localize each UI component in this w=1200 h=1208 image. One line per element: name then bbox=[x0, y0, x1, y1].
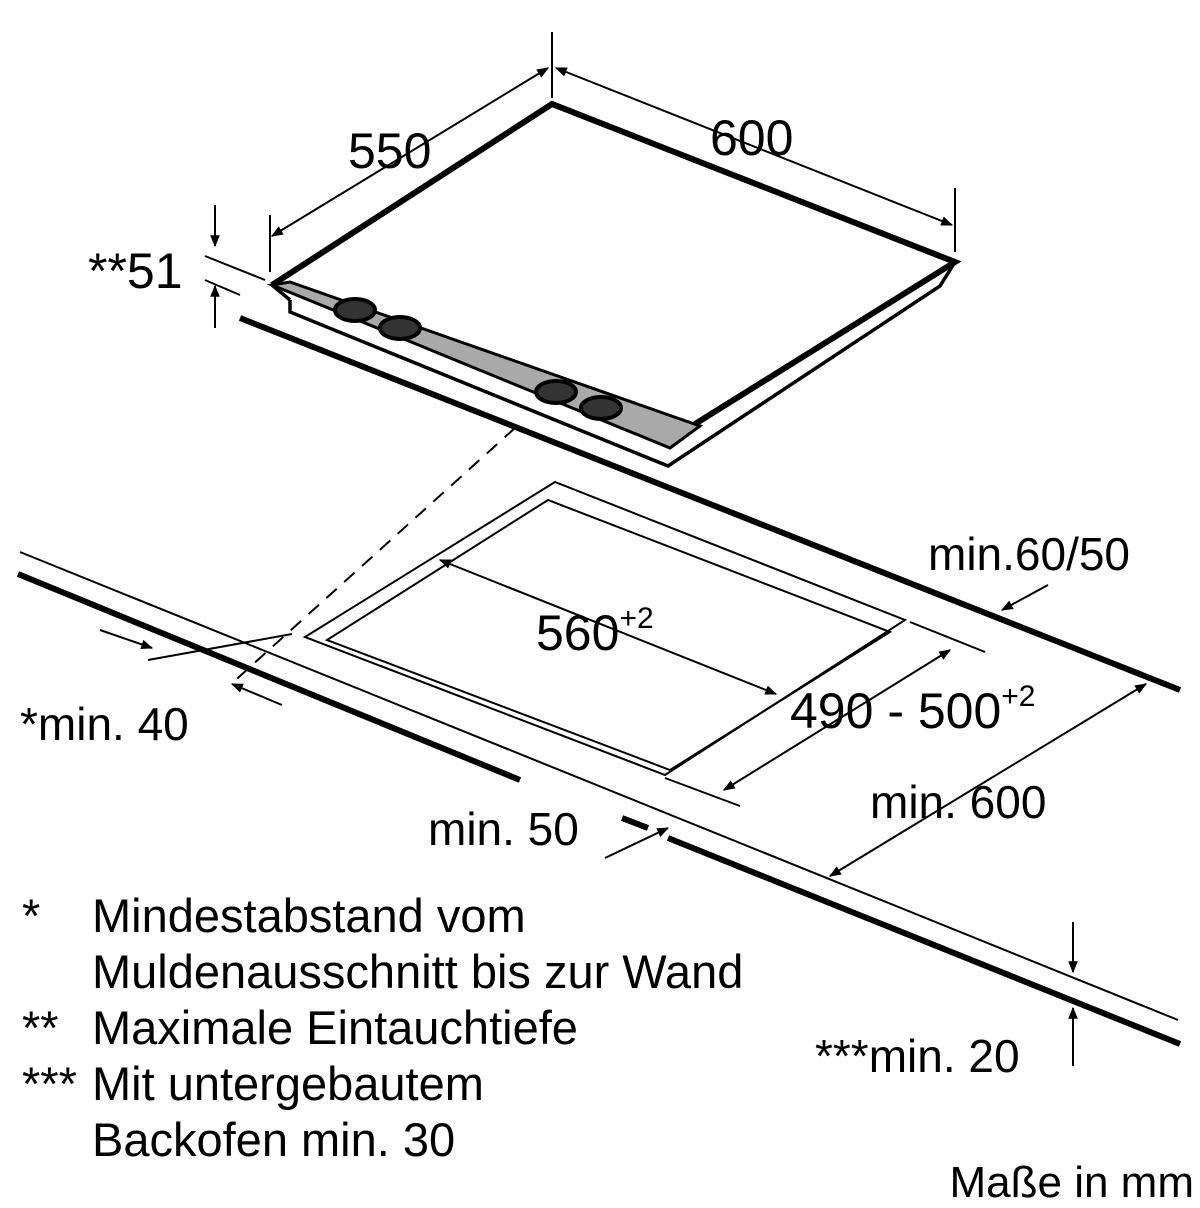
legend-text: Maximale Eintauchtiefe bbox=[92, 1001, 578, 1054]
countertop bbox=[16, 255, 1182, 1047]
cutout bbox=[302, 480, 908, 777]
min-50-label: min. 50 bbox=[428, 803, 579, 855]
dim-51-label: **51 bbox=[88, 243, 183, 299]
legend-item: ** Maximale Eintauchtiefe bbox=[22, 1000, 902, 1056]
min-60-50-label: min.60/50 bbox=[928, 528, 1130, 580]
min-20-label: ***min. 20 bbox=[815, 1030, 1020, 1082]
control-knob bbox=[378, 315, 422, 341]
control-knob bbox=[333, 297, 377, 323]
legend-mark: ** bbox=[22, 1001, 59, 1054]
legend-mark: *** bbox=[22, 1057, 77, 1110]
legend-mark: * bbox=[22, 889, 41, 942]
control-knob bbox=[579, 395, 623, 421]
hob bbox=[266, 100, 962, 468]
dim-560-label: 560+2 bbox=[536, 602, 654, 661]
min-40-label: *min. 40 bbox=[20, 698, 189, 750]
min-600-label: min. 600 bbox=[870, 776, 1046, 828]
dim-600-label: 600 bbox=[710, 110, 793, 166]
dimension-lines bbox=[99, 32, 1148, 1066]
dim-490-500-label: 490 - 500+2 bbox=[790, 680, 1036, 739]
dim-550-label: 550 bbox=[348, 123, 431, 179]
projection-line bbox=[229, 427, 516, 686]
hob-base bbox=[288, 261, 957, 468]
units-note: Maße in mm bbox=[949, 1158, 1194, 1207]
control-knob bbox=[534, 379, 578, 405]
